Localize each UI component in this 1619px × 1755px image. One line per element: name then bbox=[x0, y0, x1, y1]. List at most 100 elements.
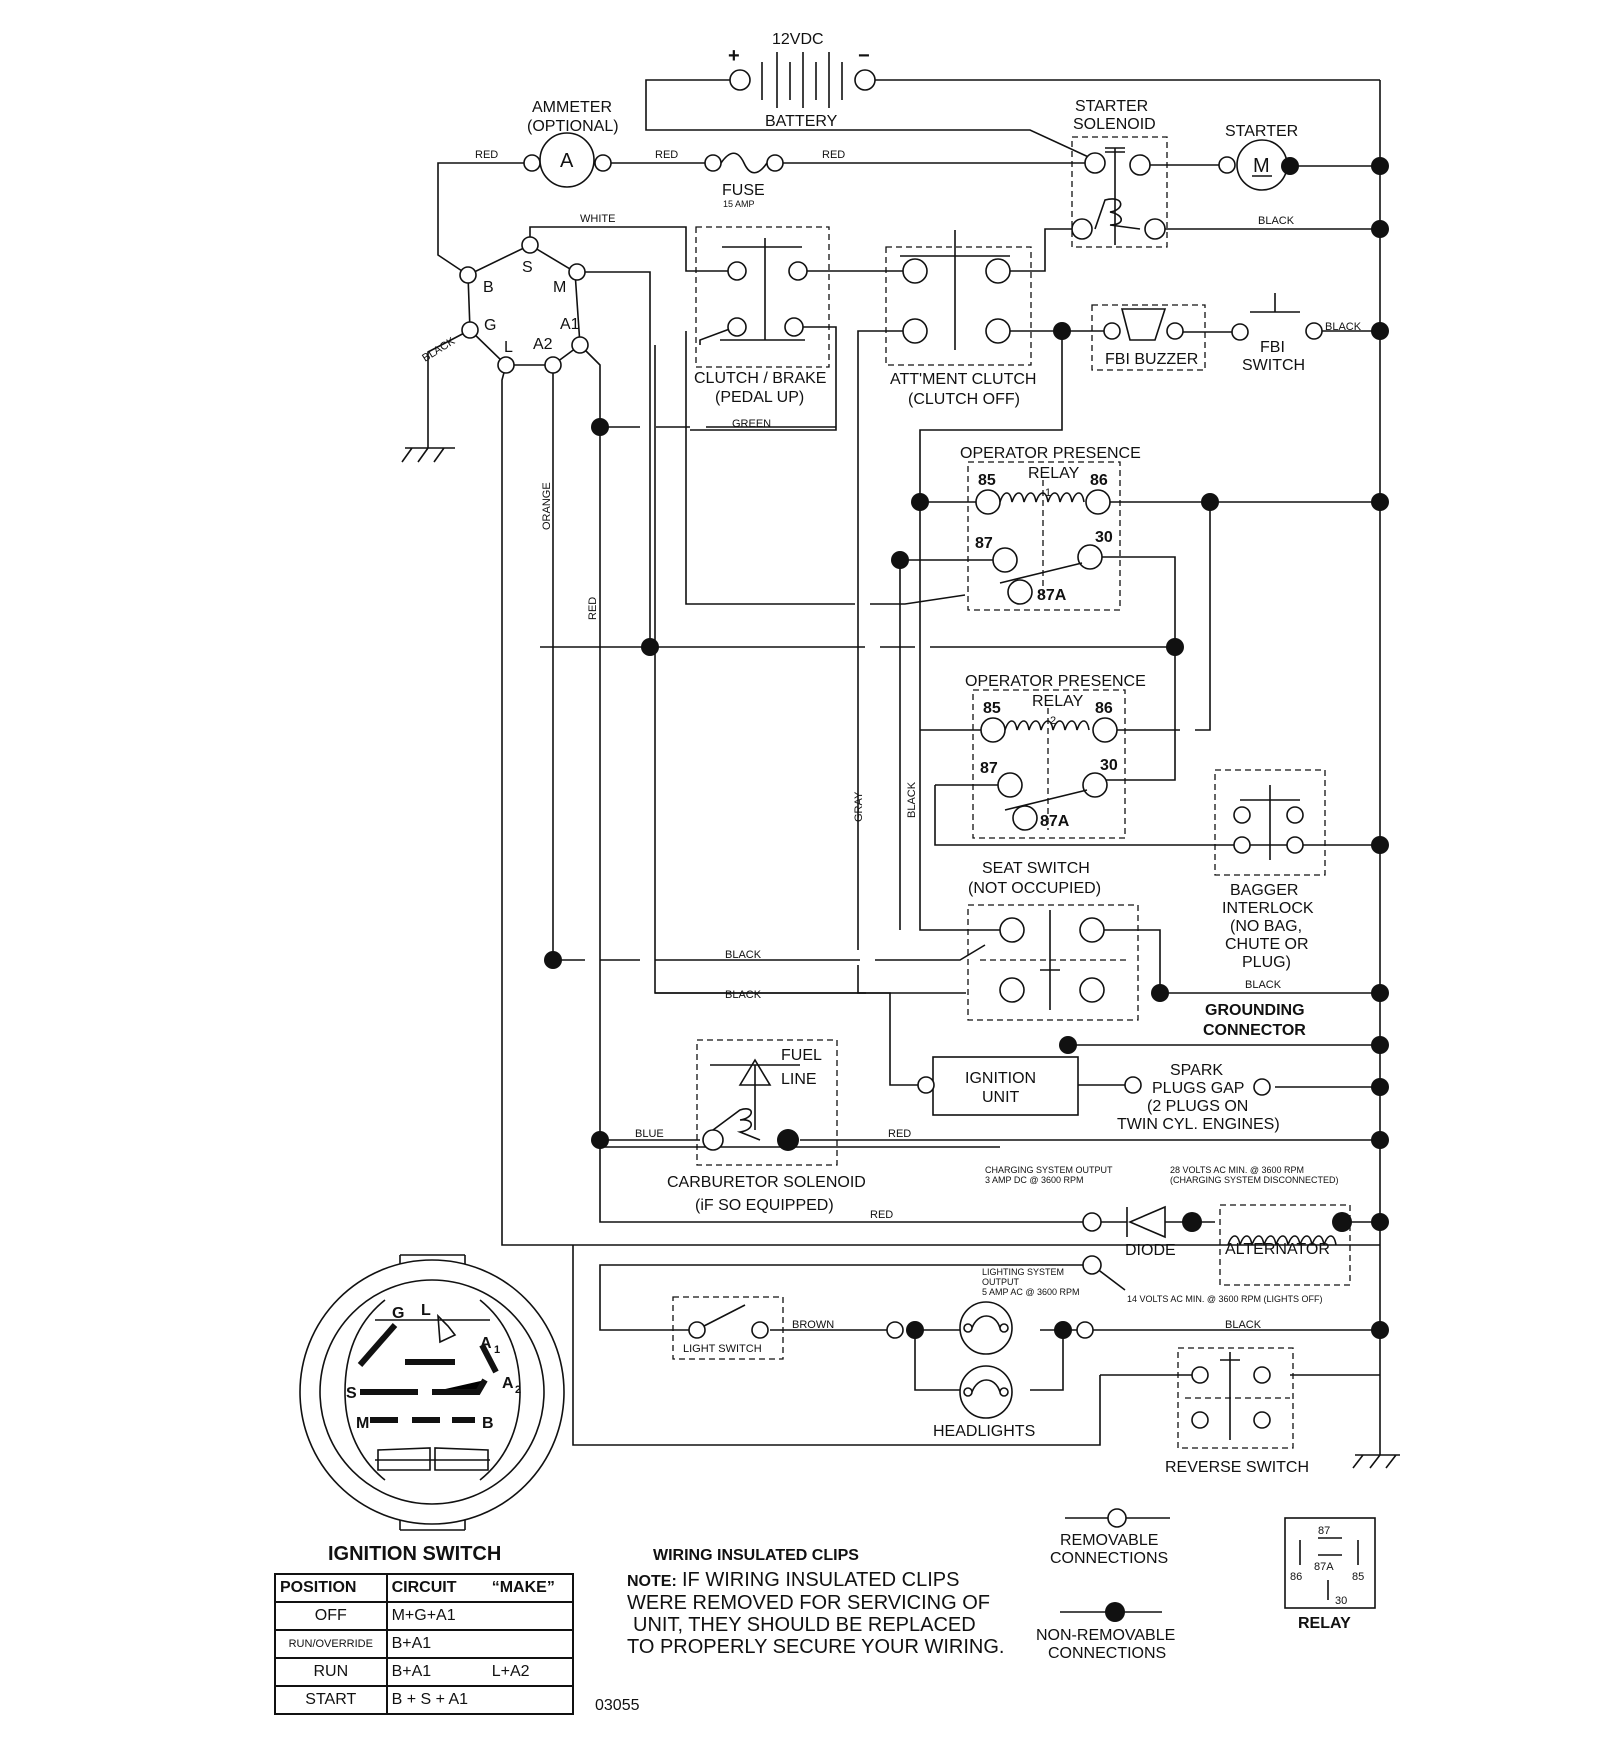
cell-make: L+A2 bbox=[487, 1657, 575, 1687]
svg-text:TO PROPERLY SECURE YOUR WIRING: TO PROPERLY SECURE YOUR WIRING. bbox=[627, 1636, 1004, 1658]
non-removable-legend: NON-REMOVABLE CONNECTIONS bbox=[1036, 1602, 1175, 1662]
svg-text:1: 1 bbox=[1045, 487, 1051, 499]
svg-text:B: B bbox=[482, 1415, 494, 1432]
svg-text:M: M bbox=[356, 1415, 369, 1432]
svg-text:ALTERNATOR: ALTERNATOR bbox=[1225, 1241, 1330, 1258]
svg-text:RED: RED bbox=[587, 597, 599, 620]
wiring-clips-note: WIRING INSULATED CLIPS NOTE: IF WIRING I… bbox=[627, 1547, 1004, 1658]
svg-text:OPERATOR PRESENCE: OPERATOR PRESENCE bbox=[965, 673, 1146, 690]
svg-text:NOTE:: NOTE: bbox=[627, 1573, 677, 1590]
light-switch: LIGHT SWITCH BROWN bbox=[672, 1296, 834, 1360]
svg-text:GREEN: GREEN bbox=[732, 418, 771, 430]
spark-plugs: SPARK PLUGS GAP (2 PLUGS ON TWIN CYL. EN… bbox=[1117, 1062, 1280, 1133]
svg-text:CONNECTOR: CONNECTOR bbox=[1203, 1022, 1306, 1039]
cell-make bbox=[487, 1601, 575, 1631]
charging-system: CHARGING SYSTEM OUTPUT 3 AMP DC @ 3600 R… bbox=[870, 1165, 1352, 1286]
svg-text:S: S bbox=[346, 1385, 357, 1402]
operator-presence-relay-1: OPERATOR PRESENCE RELAY 1 85 86 87 30 87… bbox=[960, 445, 1141, 611]
svg-text:GROUNDING: GROUNDING bbox=[1205, 1002, 1305, 1019]
svg-text:86: 86 bbox=[1290, 1571, 1302, 1583]
svg-text:86: 86 bbox=[1090, 472, 1108, 489]
fbi-buzzer: FBI BUZZER bbox=[1091, 304, 1206, 371]
starter-solenoid: STARTER SOLENOID bbox=[1071, 98, 1168, 248]
seat-switch: SEAT SWITCH (NOT OCCUPIED) bbox=[967, 860, 1169, 1021]
svg-text:AMMETER: AMMETER bbox=[532, 99, 612, 116]
svg-text:SPARK: SPARK bbox=[1170, 1062, 1223, 1079]
svg-text:SOLENOID: SOLENOID bbox=[1073, 116, 1156, 133]
svg-text:LIGHT SWITCH: LIGHT SWITCH bbox=[683, 1343, 762, 1355]
ignition-switch-face: G L A 1 A 2 S M B bbox=[299, 1254, 565, 1531]
ignition-switch-title: IGNITION SWITCH bbox=[328, 1543, 501, 1565]
svg-text:A: A bbox=[480, 1335, 492, 1352]
svg-text:STARTER: STARTER bbox=[1075, 98, 1148, 115]
svg-text:87: 87 bbox=[980, 760, 998, 777]
svg-text:+: + bbox=[728, 45, 740, 67]
svg-text:BLACK: BLACK bbox=[725, 989, 762, 1001]
bagger-interlock-switch: BAGGER INTERLOCK (NO BAG, CHUTE OR PLUG) bbox=[1214, 769, 1326, 971]
svg-text:(iF SO EQUIPPED): (iF SO EQUIPPED) bbox=[695, 1197, 834, 1214]
cell-make bbox=[487, 1629, 575, 1659]
cell-position: START bbox=[274, 1685, 388, 1715]
cell-circuit: B + S + A1 bbox=[385, 1685, 488, 1715]
svg-text:ATT'MENT CLUTCH: ATT'MENT CLUTCH bbox=[890, 371, 1036, 388]
svg-text:30: 30 bbox=[1095, 529, 1113, 546]
svg-text:NON-REMOVABLE: NON-REMOVABLE bbox=[1036, 1627, 1175, 1644]
svg-text:(2 PLUGS ON: (2 PLUGS ON bbox=[1147, 1098, 1248, 1115]
operator-presence-relay-2: OPERATOR PRESENCE RELAY 2 85 86 87 30 87… bbox=[965, 673, 1146, 839]
svg-text:PLUG): PLUG) bbox=[1242, 954, 1291, 971]
svg-text:INTERLOCK: INTERLOCK bbox=[1222, 900, 1314, 917]
vertical-wire-labels: ORANGE RED GRAY BLACK BLACK BLACK bbox=[541, 482, 918, 1001]
svg-text:CONNECTIONS: CONNECTIONS bbox=[1048, 1645, 1166, 1662]
svg-text:BLACK: BLACK bbox=[1245, 979, 1282, 991]
svg-text:IGNITION: IGNITION bbox=[965, 1070, 1036, 1087]
svg-text:S: S bbox=[522, 259, 533, 276]
svg-text:(NO BAG,: (NO BAG, bbox=[1230, 918, 1302, 935]
svg-text:CONNECTIONS: CONNECTIONS bbox=[1050, 1550, 1168, 1567]
svg-text:TWIN CYL. ENGINES): TWIN CYL. ENGINES) bbox=[1117, 1116, 1280, 1133]
headlights: HEADLIGHTS BLACK bbox=[886, 1301, 1262, 1440]
carburetor-solenoid: FUEL LINE CARBURETOR SOLENOID (iF SO EQU… bbox=[635, 1039, 911, 1214]
svg-text:BLACK: BLACK bbox=[1225, 1319, 1262, 1331]
svg-text:REMOVABLE: REMOVABLE bbox=[1060, 1532, 1158, 1549]
svg-text:BLACK: BLACK bbox=[1258, 215, 1295, 227]
svg-text:WERE REMOVED FOR SERVICING OF: WERE REMOVED FOR SERVICING OF bbox=[627, 1592, 990, 1614]
svg-text:FBI: FBI bbox=[1260, 339, 1285, 356]
svg-text:RED: RED bbox=[655, 149, 678, 161]
svg-text:DIODE: DIODE bbox=[1125, 1242, 1176, 1259]
svg-text:RELAY: RELAY bbox=[1028, 465, 1080, 482]
svg-text:A1: A1 bbox=[560, 316, 580, 333]
svg-text:PLUGS GAP: PLUGS GAP bbox=[1152, 1080, 1244, 1097]
svg-text:85: 85 bbox=[978, 472, 996, 489]
svg-text:14 VOLTS AC MIN. @ 3600 RPM (L: 14 VOLTS AC MIN. @ 3600 RPM (LIGHTS OFF) bbox=[1127, 1294, 1323, 1304]
ammeter: A AMMETER (OPTIONAL) RED RED RED bbox=[475, 99, 845, 188]
ignition-position-table: POSITION CIRCUIT “MAKE” OFF M+G+A1 RUN/O… bbox=[274, 1573, 575, 1715]
cell-circuit: M+G+A1 bbox=[385, 1601, 488, 1631]
svg-text:LINE: LINE bbox=[781, 1071, 817, 1088]
ground-symbol-right bbox=[1352, 1454, 1400, 1469]
svg-text:BLUE: BLUE bbox=[635, 1128, 664, 1140]
svg-text:87: 87 bbox=[1318, 1525, 1330, 1537]
svg-text:STARTER: STARTER bbox=[1225, 123, 1298, 140]
svg-text:BROWN: BROWN bbox=[792, 1319, 834, 1331]
svg-text:BLACK: BLACK bbox=[725, 949, 762, 961]
cell-circuit: B+A1 bbox=[385, 1629, 488, 1659]
svg-text:UNIT, THEY SHOULD BE REPLACED: UNIT, THEY SHOULD BE REPLACED bbox=[633, 1614, 976, 1636]
svg-text:BLACK: BLACK bbox=[906, 781, 918, 818]
svg-text:15 AMP: 15 AMP bbox=[723, 199, 755, 209]
svg-text:M: M bbox=[553, 279, 566, 296]
svg-text:IF WIRING INSULATED CLIPS: IF WIRING INSULATED CLIPS bbox=[682, 1569, 959, 1591]
svg-text:G: G bbox=[484, 317, 496, 334]
svg-text:L: L bbox=[421, 1302, 431, 1319]
lighting-system: LIGHTING SYSTEM OUTPUT 5 AMP AC @ 3600 R… bbox=[982, 1255, 1323, 1304]
svg-text:CHARGING SYSTEM OUTPUT: CHARGING SYSTEM OUTPUT bbox=[985, 1165, 1113, 1175]
wires bbox=[427, 79, 1381, 1455]
svg-text:RELAY: RELAY bbox=[1298, 1615, 1351, 1632]
svg-text:12VDC: 12VDC bbox=[772, 31, 824, 48]
svg-text:30: 30 bbox=[1100, 757, 1118, 774]
svg-text:87A: 87A bbox=[1037, 587, 1067, 604]
removable-legend: REMOVABLE CONNECTIONS bbox=[1050, 1508, 1170, 1567]
svg-text:WIRING INSULATED CLIPS: WIRING INSULATED CLIPS bbox=[653, 1547, 859, 1564]
svg-text:L: L bbox=[504, 339, 513, 356]
svg-text:B: B bbox=[483, 279, 494, 296]
